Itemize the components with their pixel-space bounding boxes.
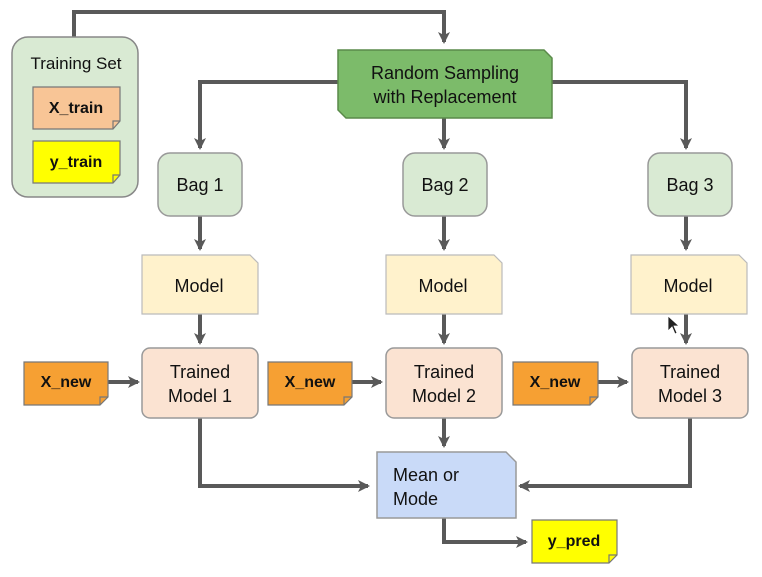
trained-model-1-box: [141, 347, 259, 419]
model-3: Model: [630, 254, 748, 315]
y-train-label: y_train: [50, 154, 102, 171]
x-new-3: X_new: [512, 361, 599, 406]
arrow-trained1-to-aggregate: [198, 418, 370, 492]
bag-2: Bag 2: [402, 152, 488, 217]
model-1-box: [141, 254, 259, 315]
model-3-label: Model: [663, 276, 712, 296]
trained-model-2-line1: Trained: [414, 362, 474, 382]
trained-model-2: Trained Model 2: [385, 347, 503, 419]
arrow-training-to-sampling: [72, 10, 450, 44]
bag-3-box: [647, 152, 733, 217]
x-new-3-label: X_new: [530, 374, 581, 391]
x-new-1-note: [23, 361, 109, 406]
trained-model-3-box: [631, 347, 749, 419]
y-train-note: [32, 140, 121, 184]
trained-model-3: Trained Model 3: [631, 347, 749, 419]
model-3-box: [630, 254, 748, 315]
trained-model-1: Trained Model 1: [141, 347, 259, 419]
mean-or-mode-box: [376, 451, 517, 519]
bag-2-label: Bag 2: [421, 175, 468, 195]
bag-1-box: [157, 152, 243, 217]
sampling-group: Random Sampling with Replacement: [337, 49, 553, 119]
aggregate-group: Mean or Mode: [376, 451, 517, 519]
trained-model-1-line1: Trained: [170, 362, 230, 382]
trained-model-2-line2: Model 2: [412, 386, 476, 406]
x-train-note: [32, 86, 121, 130]
model-2: Model: [385, 254, 503, 315]
x-train-label: X_train: [49, 100, 103, 117]
x-new-2-note: [267, 361, 353, 406]
arrow-aggregate-to-ypred: [442, 518, 528, 548]
x-new-1: X_new: [23, 361, 109, 406]
x-new-3-note: [512, 361, 599, 406]
bag-3-label: Bag 3: [666, 175, 713, 195]
arrow-trained3-to-aggregate: [518, 418, 692, 492]
trained-model-2-box: [385, 347, 503, 419]
sampling-label-line1: Random Sampling: [371, 63, 519, 83]
aggregate-line2: Mode: [393, 489, 438, 509]
model-1-label: Model: [174, 276, 223, 296]
trained-model-1-line2: Model 1: [168, 386, 232, 406]
bag-1-label: Bag 1: [176, 175, 223, 195]
arrow-sampling-to-bag1: [194, 80, 338, 150]
y-pred-label: y_pred: [548, 533, 600, 550]
model-2-label: Model: [418, 276, 467, 296]
bag-2-box: [402, 152, 488, 217]
x-new-2-label: X_new: [285, 374, 336, 391]
x-new-1-label: X_new: [41, 374, 92, 391]
aggregate-line1: Mean or: [393, 465, 459, 485]
model-2-box: [385, 254, 503, 315]
trained-model-3-line2: Model 3: [658, 386, 722, 406]
sampling-label-line2: with Replacement: [372, 87, 516, 107]
arrow-sampling-to-bag3: [552, 80, 692, 150]
y-pred-note: [531, 519, 618, 564]
training-set-group: Training Set X_train y_train: [11, 36, 139, 198]
mouse-cursor-icon: [667, 315, 681, 335]
x-new-2: X_new: [267, 361, 353, 406]
y-pred-group: y_pred: [531, 519, 618, 564]
random-sampling-box: [337, 49, 553, 119]
bag-3: Bag 3: [647, 152, 733, 217]
model-1: Model: [141, 254, 259, 315]
connectors: [72, 10, 692, 548]
bag-1: Bag 1: [157, 152, 243, 217]
trained-model-3-line1: Trained: [660, 362, 720, 382]
training-set-label: Training Set: [30, 54, 121, 73]
